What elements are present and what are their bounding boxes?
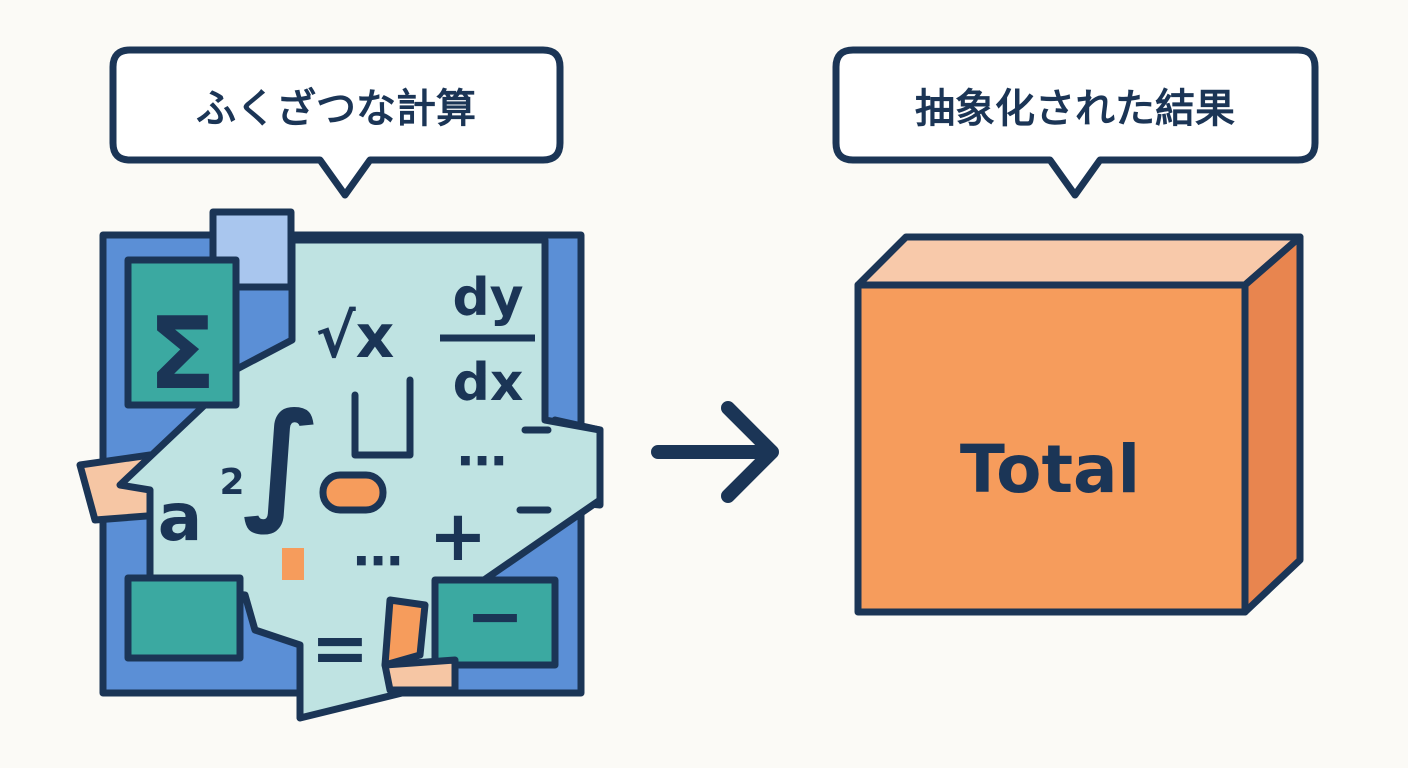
equals-symbol: = [311, 607, 370, 689]
sigma-symbol: Σ [148, 295, 216, 412]
box-label: Total [960, 431, 1140, 508]
plus-symbol: + [429, 495, 488, 577]
a-symbol: a [158, 479, 203, 556]
total-box [854, 233, 1304, 616]
integral-symbol: ∫ [242, 384, 321, 536]
exponent-symbol: 2 [219, 462, 244, 503]
arrow-right-icon [651, 401, 779, 503]
minus-symbol: − [466, 575, 525, 657]
dy-symbol: dy [452, 268, 523, 328]
right-caption: 抽象化された結果 [915, 86, 1235, 132]
ellipsis-symbol-2: ⋯ [353, 532, 403, 590]
complex-calculation-illustration [76, 208, 604, 722]
sqrt-symbol: √x [316, 302, 395, 372]
dx-symbol: dx [453, 353, 524, 413]
left-speech-bubble [109, 46, 564, 199]
left-caption: ふくざつな計算 [196, 86, 476, 132]
right-speech-bubble [832, 46, 1319, 199]
ellipsis-symbol: ⋯ [457, 432, 507, 490]
